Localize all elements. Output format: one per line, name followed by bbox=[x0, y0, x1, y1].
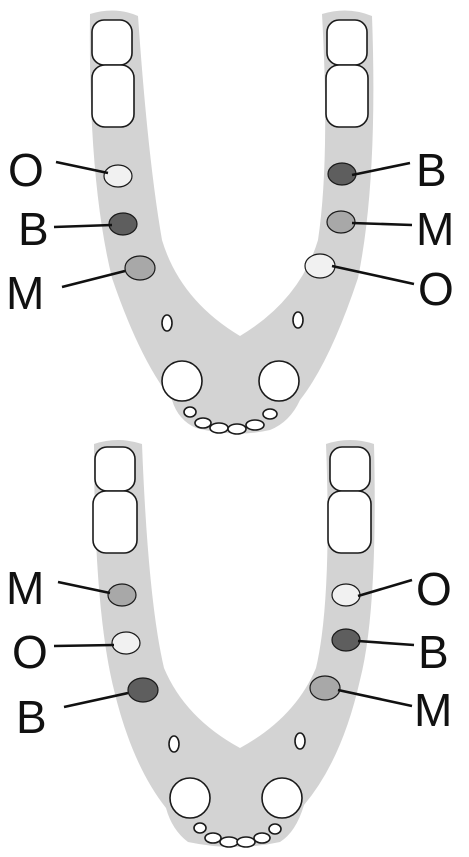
label-upper-right-1: B bbox=[416, 144, 447, 196]
molar-lower-right bbox=[328, 491, 371, 553]
premolar-left bbox=[162, 315, 172, 331]
label-upper-left-2: B bbox=[18, 203, 49, 255]
label-lower-left-1: M bbox=[6, 562, 44, 614]
molar-upper-right bbox=[330, 447, 370, 491]
canine-right bbox=[259, 361, 299, 401]
arch-panel-upper: O B M B M O bbox=[6, 10, 454, 434]
canine-right bbox=[262, 778, 302, 818]
marker-m-lower-left bbox=[108, 584, 136, 606]
marker-o-upper-right bbox=[305, 254, 335, 278]
canine-left bbox=[170, 778, 210, 818]
premolar-left bbox=[169, 736, 179, 752]
label-lower-left-2: O bbox=[12, 626, 48, 678]
marker-b-lower-right bbox=[332, 629, 360, 651]
marker-o-lower-left bbox=[112, 632, 140, 654]
label-lower-left-3: B bbox=[16, 691, 47, 743]
label-lower-right-2: B bbox=[418, 626, 449, 678]
marker-m-lower-right bbox=[310, 676, 340, 700]
marker-b-lower-left bbox=[128, 678, 158, 702]
marker-m-upper-right bbox=[327, 211, 355, 233]
molar-lower-right bbox=[326, 65, 368, 127]
molar-lower-left bbox=[93, 491, 137, 553]
marker-o-lower-right bbox=[332, 584, 360, 606]
molar-upper-left bbox=[92, 20, 132, 65]
label-upper-left-3: M bbox=[6, 267, 44, 319]
premolar-right bbox=[295, 733, 305, 749]
label-upper-right-3: O bbox=[418, 263, 454, 315]
label-lower-right-3: M bbox=[414, 684, 452, 736]
leader-line bbox=[54, 645, 114, 646]
premolar-right bbox=[293, 312, 303, 328]
marker-o-upper-left bbox=[104, 165, 132, 187]
canine-left bbox=[162, 361, 202, 401]
label-upper-left-1: O bbox=[8, 144, 44, 196]
label-lower-right-1: O bbox=[416, 563, 452, 615]
molar-upper-right bbox=[327, 20, 367, 65]
molar-lower-left bbox=[92, 65, 134, 127]
arch-panel-lower: M O B O B M bbox=[6, 440, 452, 847]
marker-m-upper-left bbox=[125, 256, 155, 280]
label-upper-right-2: M bbox=[416, 203, 454, 255]
marker-b-upper-left bbox=[109, 213, 137, 235]
molar-upper-left bbox=[95, 447, 135, 491]
